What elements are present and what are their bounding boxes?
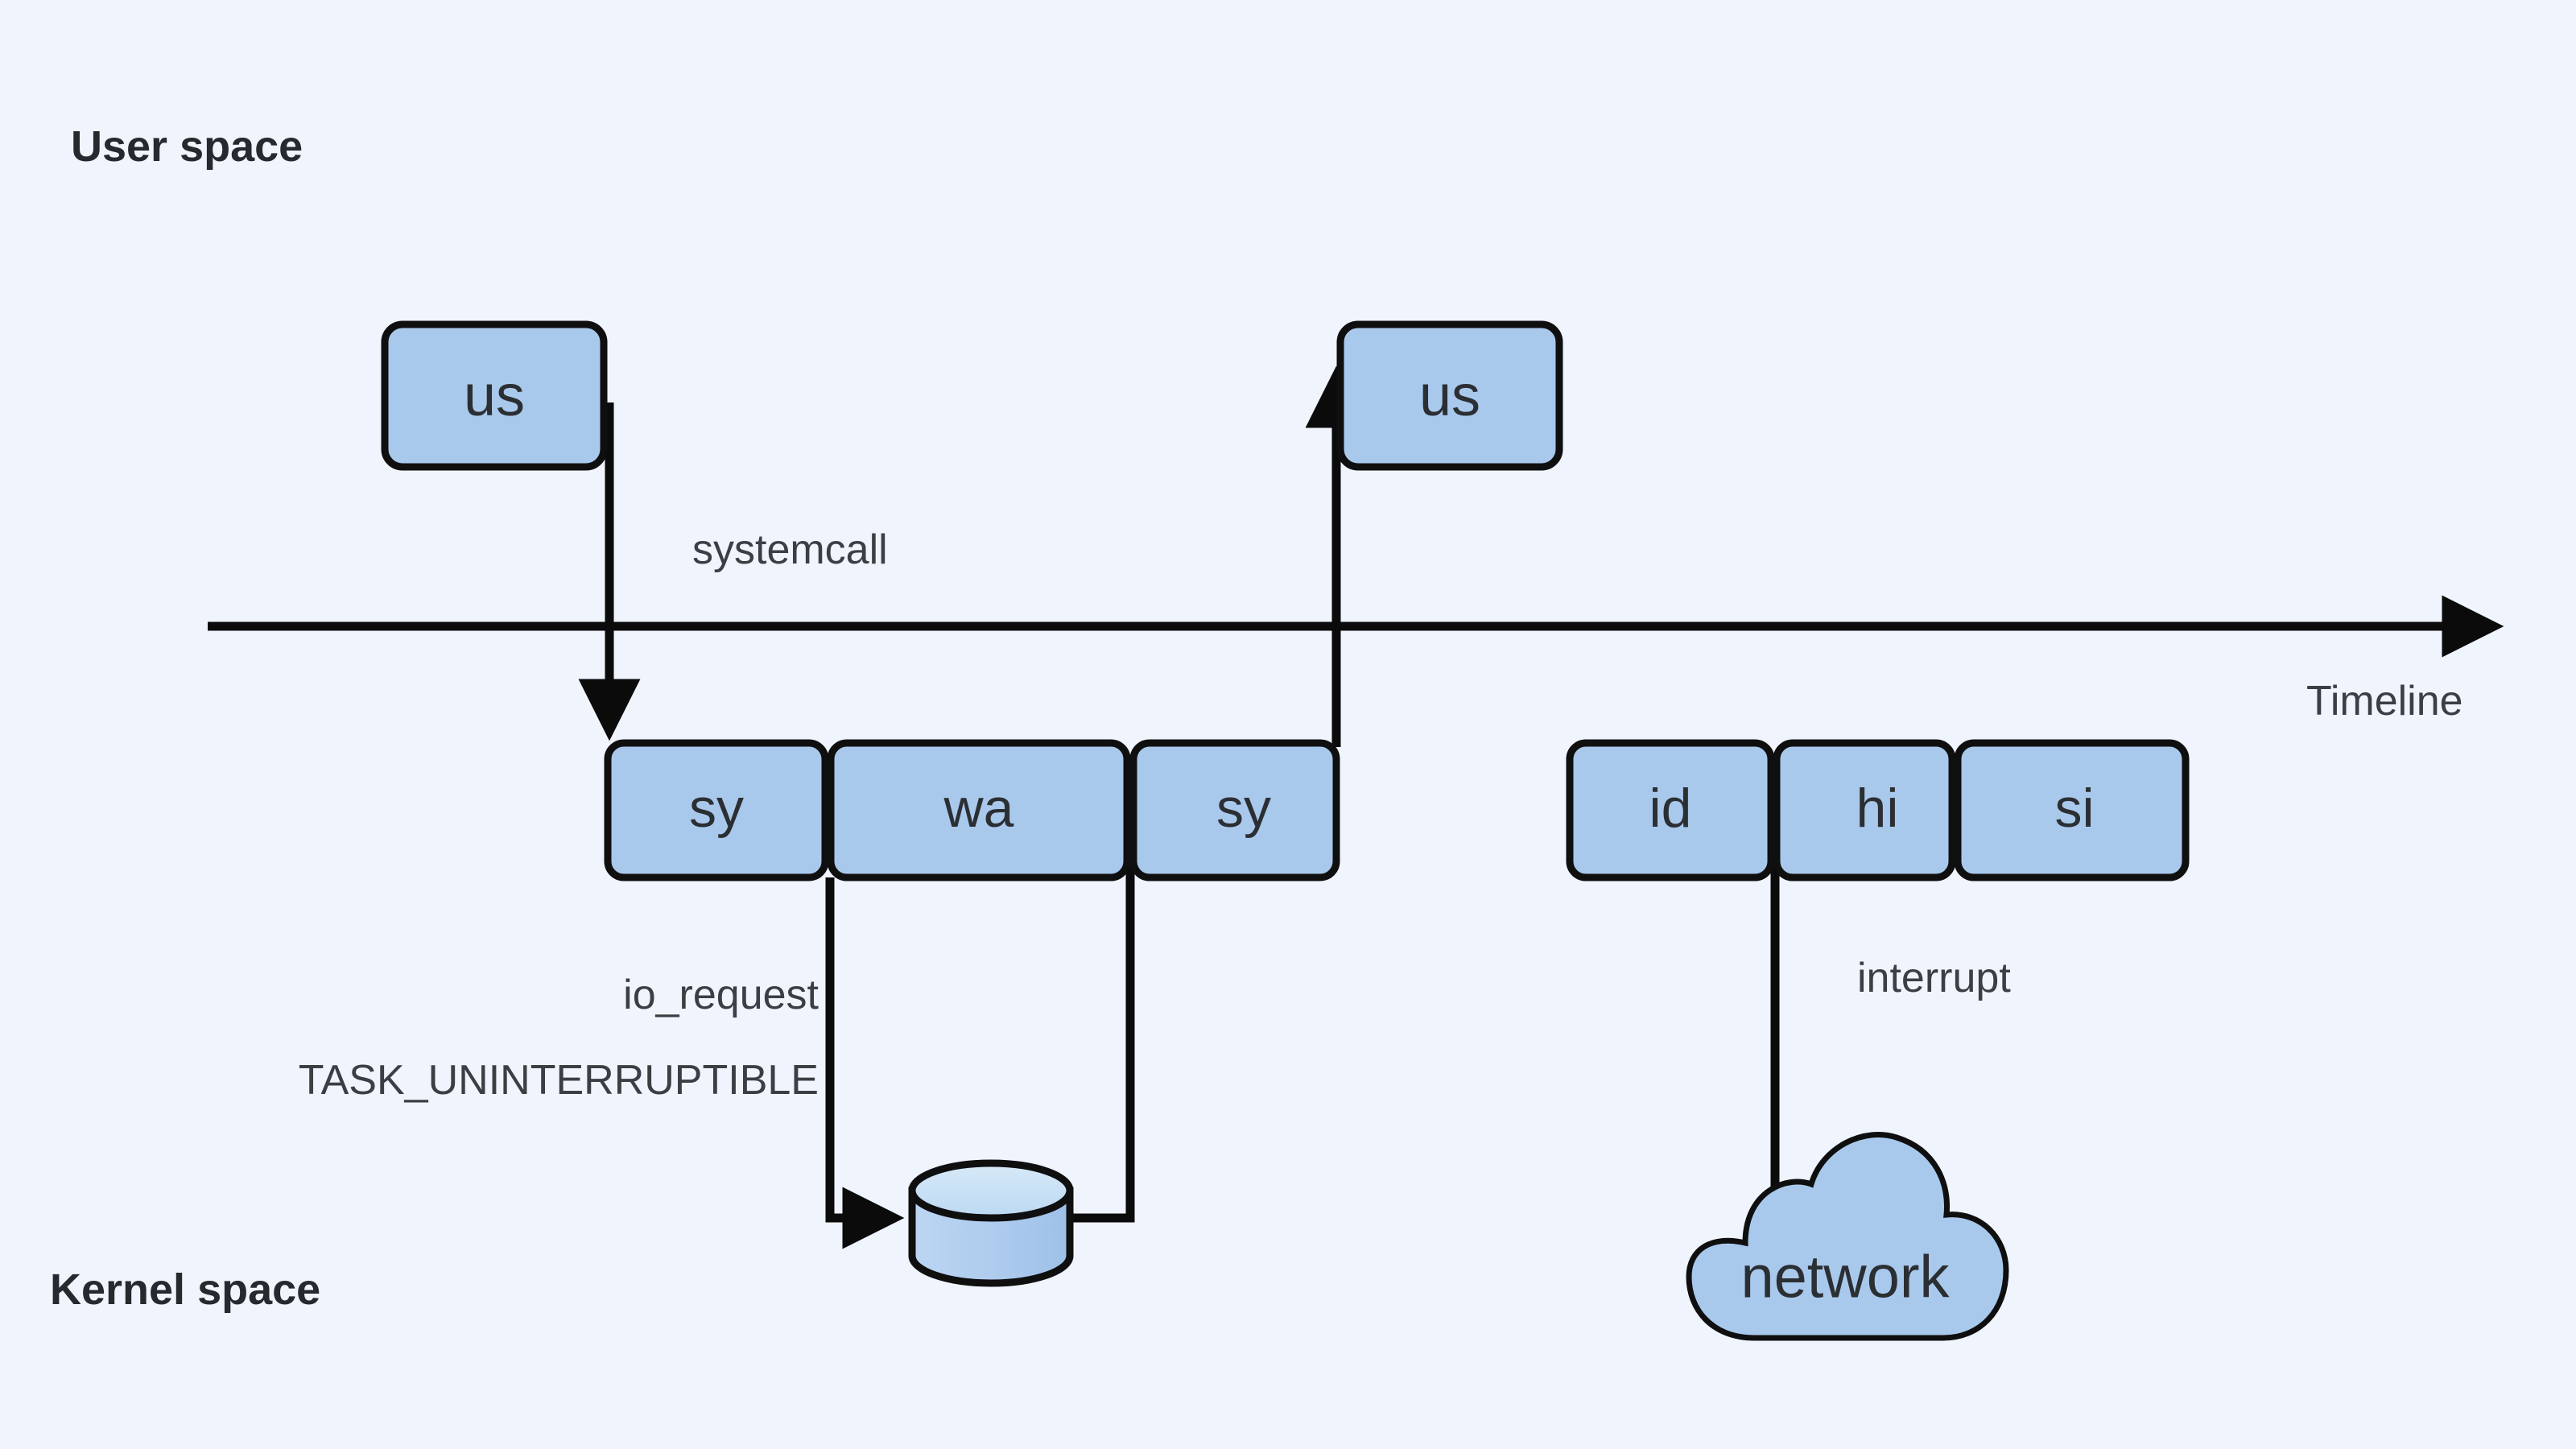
kernel-box-label: si: [2054, 778, 2094, 839]
storage-cylinder-icon[interactable]: [908, 1159, 1074, 1287]
kernel-box-hi[interactable]: hi: [1773, 739, 1956, 881]
kernel-box-label: sy: [1216, 778, 1271, 839]
kernel-box-rect[interactable]: [1566, 739, 1775, 881]
kernel-box-wa[interactable]: wa: [827, 739, 1131, 881]
kernel-box-id[interactable]: id: [1566, 739, 1775, 881]
kernel-box-rect[interactable]: [1954, 739, 2190, 881]
cloud-shape: [1686, 1132, 2009, 1341]
user-box-rect[interactable]: [1336, 320, 1563, 471]
systemcall-label: systemcall: [692, 526, 888, 573]
kernel-space-title: Kernel space: [50, 1265, 320, 1314]
task-uninterruptible-label: TASK_UNINTERRUPTIBLE: [299, 1057, 819, 1104]
kernel-box-sy-2[interactable]: sy: [1129, 739, 1340, 881]
timeline-label: Timeline: [2306, 678, 2463, 724]
network-label: network: [1740, 1244, 1950, 1311]
kernel-box-rect[interactable]: [1773, 739, 1956, 881]
io-request-label: io_request: [623, 972, 819, 1018]
io-complete-arrow: [1071, 764, 1162, 1223]
user-box-label: us: [1419, 364, 1480, 428]
network-cloud-icon[interactable]: network: [1686, 1132, 2009, 1341]
kernel-box-rect[interactable]: [1129, 739, 1340, 881]
cylinder-top: [908, 1159, 1074, 1222]
kernel-box-label: wa: [943, 778, 1014, 839]
kernel-box-label: sy: [689, 778, 744, 839]
kernel-box-rect[interactable]: [827, 739, 1131, 881]
kernel-box-label: id: [1649, 778, 1692, 839]
kernel-box-label: hi: [1856, 778, 1899, 839]
user-box-us-1[interactable]: us: [381, 320, 608, 471]
interrupt-label: interrupt: [1857, 955, 2011, 1001]
user-box-label: us: [464, 364, 525, 428]
user-space-title: User space: [71, 122, 303, 171]
kernel-box-si[interactable]: si: [1954, 739, 2190, 881]
user-box-rect[interactable]: [381, 320, 608, 471]
kernel-box-sy-1[interactable]: sy: [604, 739, 829, 881]
kernel-box-rect[interactable]: [604, 739, 829, 881]
user-box-us-2[interactable]: us: [1336, 320, 1563, 471]
io-request-arrow: [825, 877, 905, 1249]
